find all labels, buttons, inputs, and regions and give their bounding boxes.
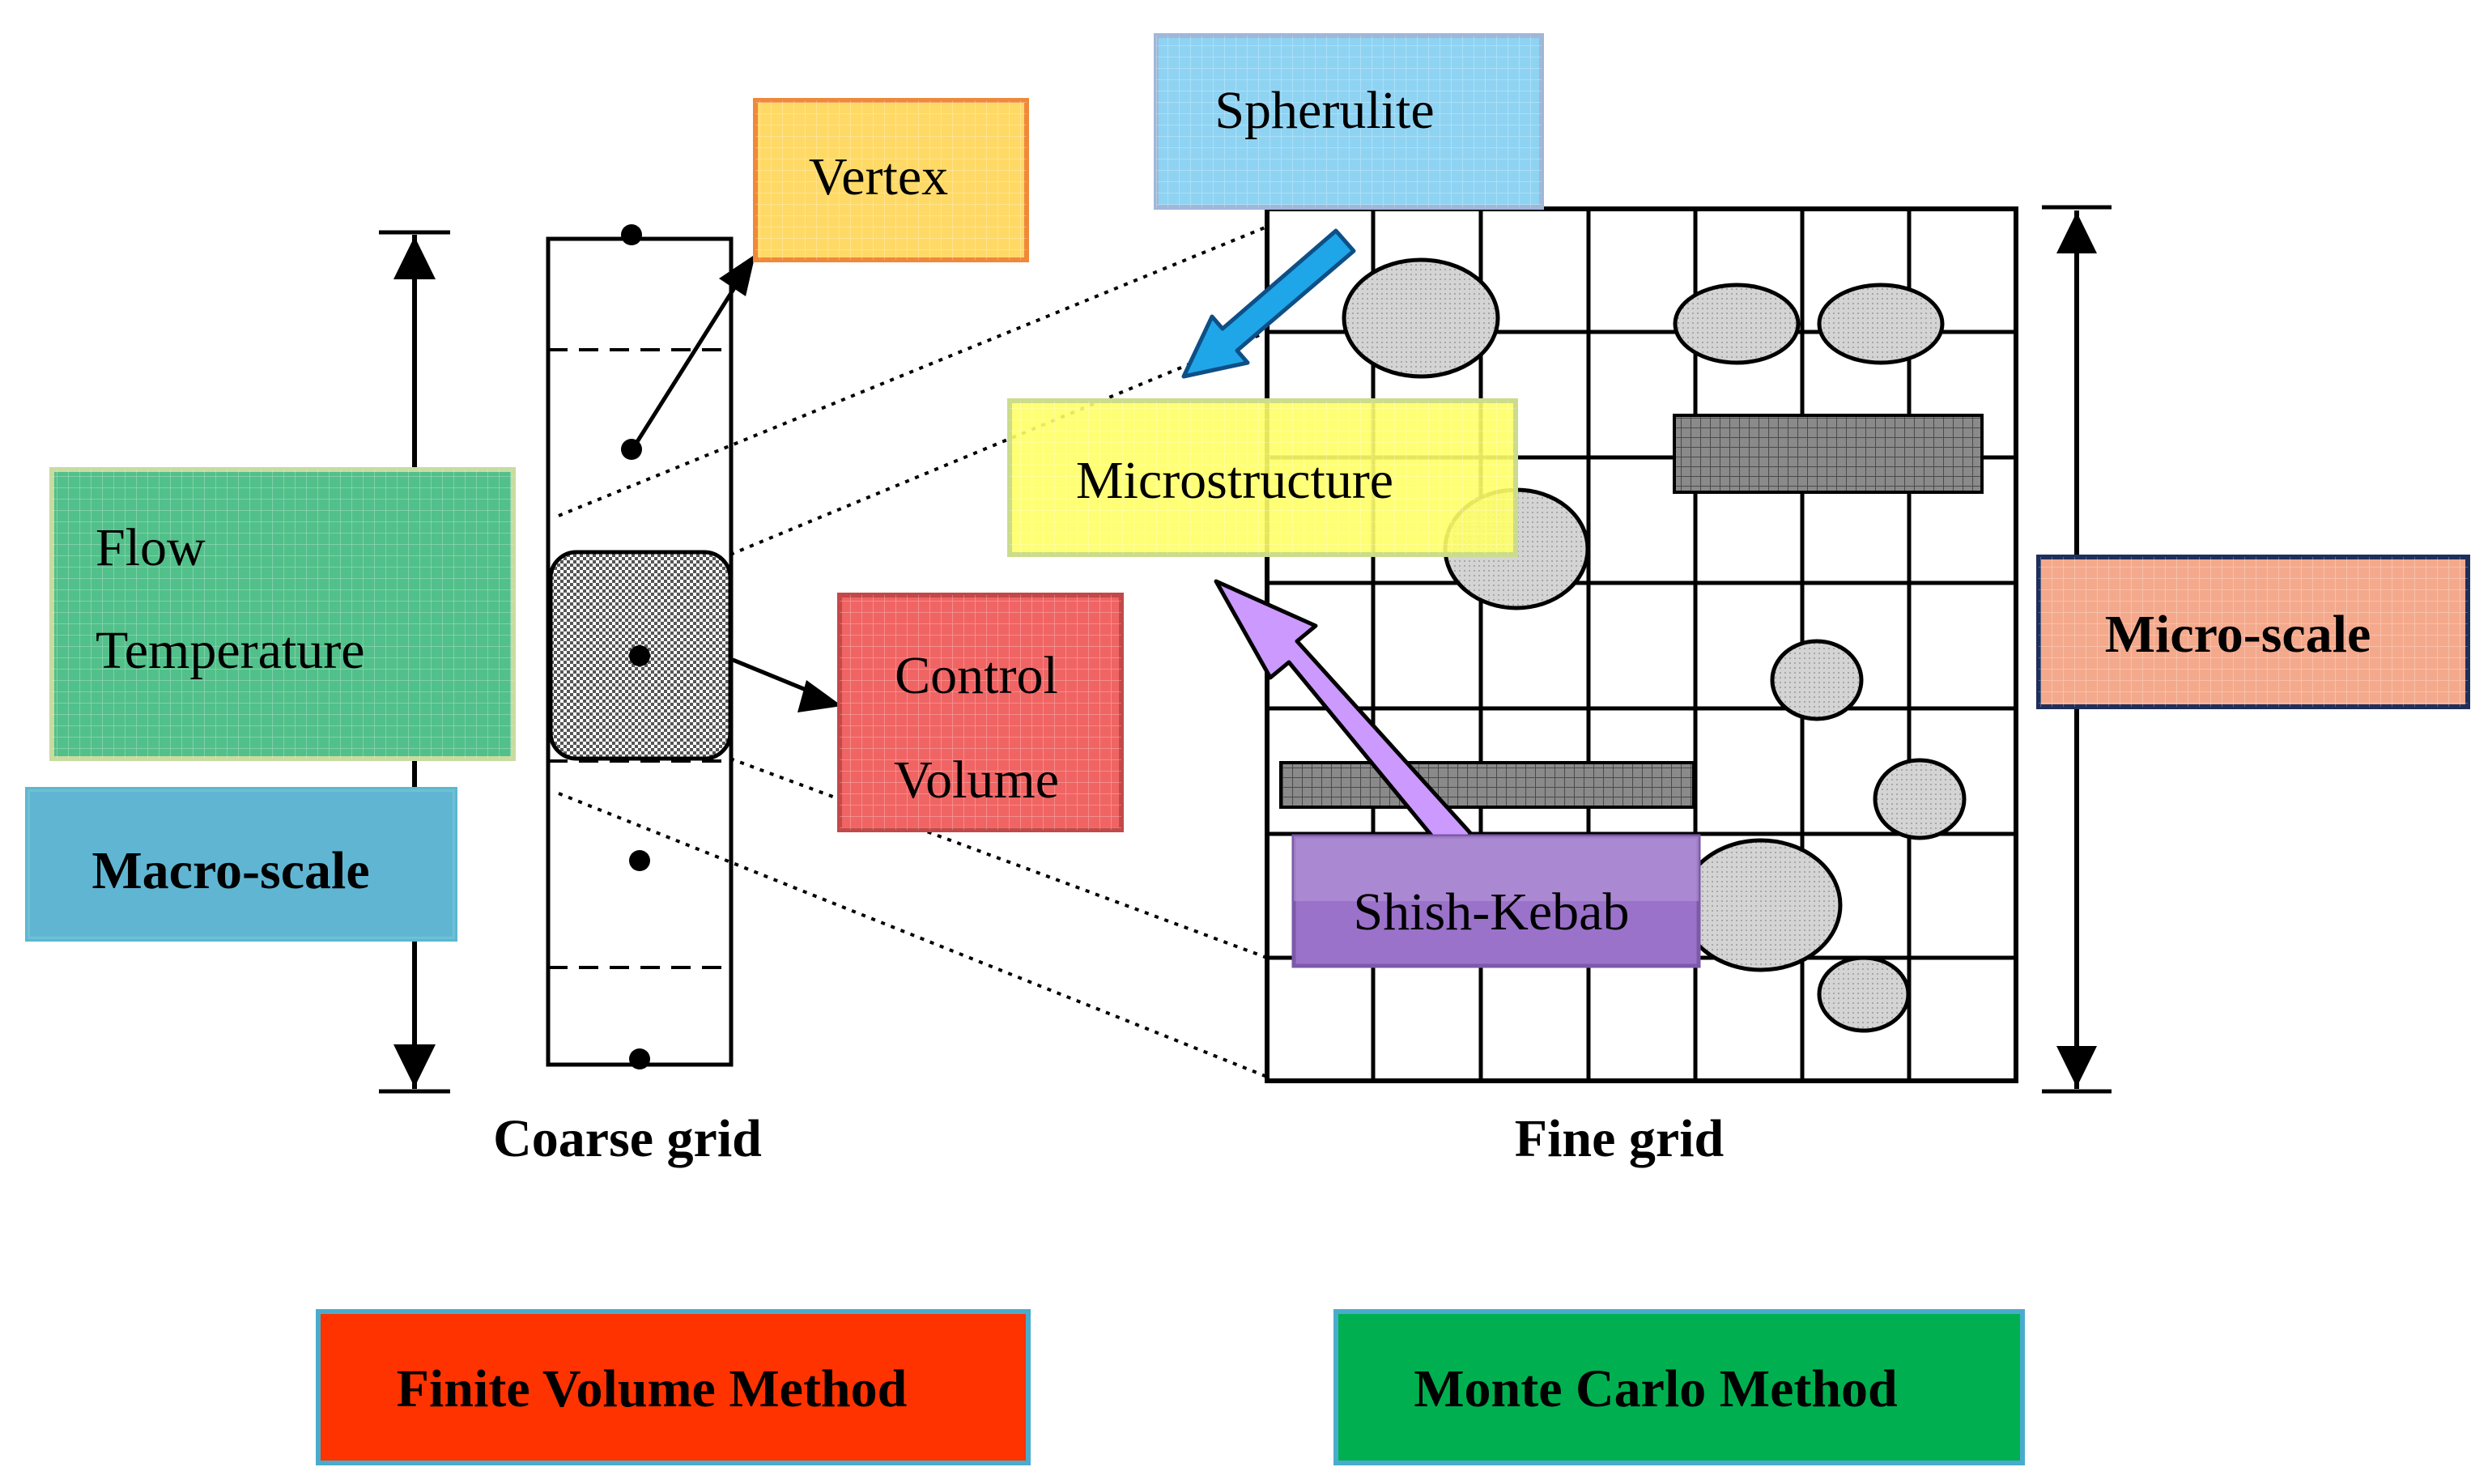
monte-carlo-method-box: Monte Carlo Method (1333, 1309, 2025, 1465)
micro-scale-label: Micro-scale (2105, 605, 2371, 664)
fine-grid-caption: Fine grid (1515, 1109, 1725, 1168)
shish-kebab-box: Shish-Kebab (1291, 834, 1701, 968)
shish-kebab-label: Shish-Kebab (1354, 882, 1630, 942)
spherulite-label: Spherulite (1214, 81, 1434, 140)
control-label: Control (895, 646, 1058, 705)
zoom-lines (558, 225, 1268, 1078)
microstructure-box: Microstructure (1007, 398, 1518, 557)
coarse-grid-caption: Coarse grid (493, 1109, 762, 1168)
vertex-box: Vertex (753, 98, 1029, 262)
finite-volume-method-box: Finite Volume Method (316, 1309, 1031, 1465)
macro-scale-label: Macro-scale (91, 841, 369, 900)
flow-temperature-box: Flow Temperature (49, 467, 516, 761)
vertex-arrowhead (719, 254, 755, 296)
vertex-arrow (632, 270, 747, 449)
control-volume-box: Control Volume (837, 593, 1124, 832)
control-volume-arrowhead (797, 680, 842, 712)
shish-kebab-particles (1279, 414, 1984, 809)
volume-label: Volume (894, 751, 1059, 810)
macro-scale-box: Macro-scale (25, 787, 457, 942)
flow-label: Flow (96, 518, 206, 577)
temperature-label: Temperature (96, 621, 365, 680)
vertex-label: Vertex (809, 147, 948, 206)
monte-carlo-method-label: Monte Carlo Method (1414, 1359, 1898, 1418)
control-volume-arrow (732, 657, 819, 697)
finite-volume-method-label: Finite Volume Method (397, 1359, 908, 1418)
control-volume-cell (548, 550, 733, 761)
micro-scale-box: Micro-scale (2036, 555, 2470, 709)
spherulite-box: Spherulite (1154, 33, 1544, 210)
shish-kebab-arrow (1214, 579, 1474, 857)
spherulite-arrow (1181, 228, 1356, 379)
microstructure-label: Microstructure (1076, 451, 1393, 510)
